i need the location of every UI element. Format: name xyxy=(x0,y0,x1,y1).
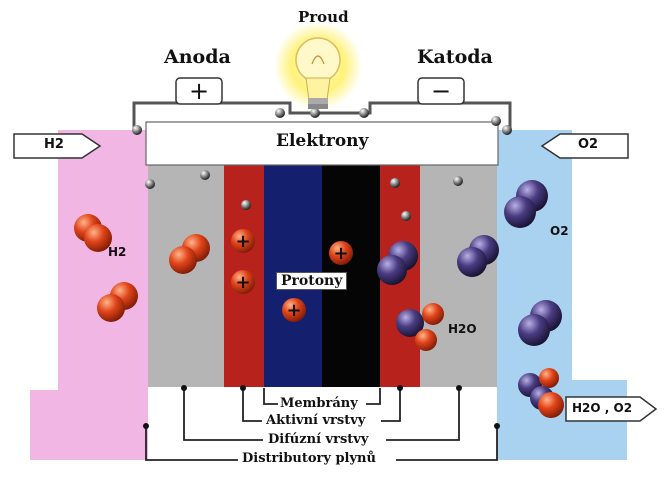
hydrogen-input-arrow xyxy=(13,133,102,159)
svg-text:+: + xyxy=(333,243,348,264)
oxygen-molecule xyxy=(457,235,499,277)
active-layers-label: Aktivní vrstvy xyxy=(266,413,366,428)
oxygen-input-label: O2 xyxy=(578,137,599,152)
hydrogen-molecule xyxy=(97,282,138,322)
water-molecule-label: H2O xyxy=(448,322,477,336)
external-circuit-wire xyxy=(132,101,512,130)
oxygen-molecule xyxy=(504,180,548,228)
electron-particle xyxy=(359,108,369,118)
proton-particle: + xyxy=(329,241,353,265)
hydrogen-input-label: H2 xyxy=(44,137,64,152)
protons-label: Protony xyxy=(276,272,348,290)
cathode-label: Katoda xyxy=(417,46,493,68)
hydrogen-molecule xyxy=(74,214,112,252)
water-molecule xyxy=(396,303,444,351)
proton-particle: + xyxy=(282,298,306,322)
electron-particle xyxy=(453,176,463,186)
anode-label: Anoda xyxy=(164,46,231,68)
membranes-label: Membrány xyxy=(280,396,358,411)
oxygen-molecule xyxy=(377,241,418,285)
hydrogen-channel xyxy=(30,130,148,460)
current-label: Proud xyxy=(298,8,349,26)
electron-bar xyxy=(145,121,499,166)
electron-particle xyxy=(310,108,320,118)
oxygen-input-arrow xyxy=(540,133,629,159)
cathode-diffusion-layer xyxy=(420,165,497,387)
electron-particle xyxy=(491,116,501,126)
light-bulb-icon xyxy=(295,37,341,109)
electron-particle xyxy=(132,125,142,135)
electron-particle xyxy=(200,170,210,180)
anode-sign: + xyxy=(189,77,209,105)
electron-particle xyxy=(275,108,285,118)
gas-distributors-label: Distributory plynů xyxy=(242,451,376,466)
diffusion-layers-label: Difúzní vrstvy xyxy=(268,432,369,447)
cathode-sign: − xyxy=(431,77,451,105)
anode-diffusion-layer xyxy=(148,165,224,387)
oxygen-molecule xyxy=(518,300,562,346)
electron-particle xyxy=(145,179,155,189)
electrons-label: Elektrony xyxy=(276,131,369,151)
layer-leader-lines xyxy=(145,388,498,461)
svg-text:+: + xyxy=(235,272,250,293)
proton-particle: + xyxy=(231,270,255,294)
proton-particle: + xyxy=(231,229,255,253)
exhaust-output-arrow xyxy=(565,396,658,422)
electron-particle xyxy=(502,125,512,135)
hydrogen-molecule xyxy=(169,234,210,274)
electron-particle xyxy=(241,200,251,210)
leader-dots xyxy=(143,385,500,429)
exhaust-output-label: H2O , O2 xyxy=(572,401,633,415)
hydrogen-molecule-label: H2 xyxy=(108,245,127,259)
cathode-sign-box xyxy=(417,77,465,105)
svg-text:+: + xyxy=(286,300,301,321)
anode-sign-box xyxy=(175,77,223,105)
electron-particle xyxy=(401,211,411,221)
oxygen-molecule-label: O2 xyxy=(550,224,569,238)
electron-particle xyxy=(390,178,400,188)
water-molecule xyxy=(518,368,564,418)
svg-text:+: + xyxy=(235,231,250,252)
